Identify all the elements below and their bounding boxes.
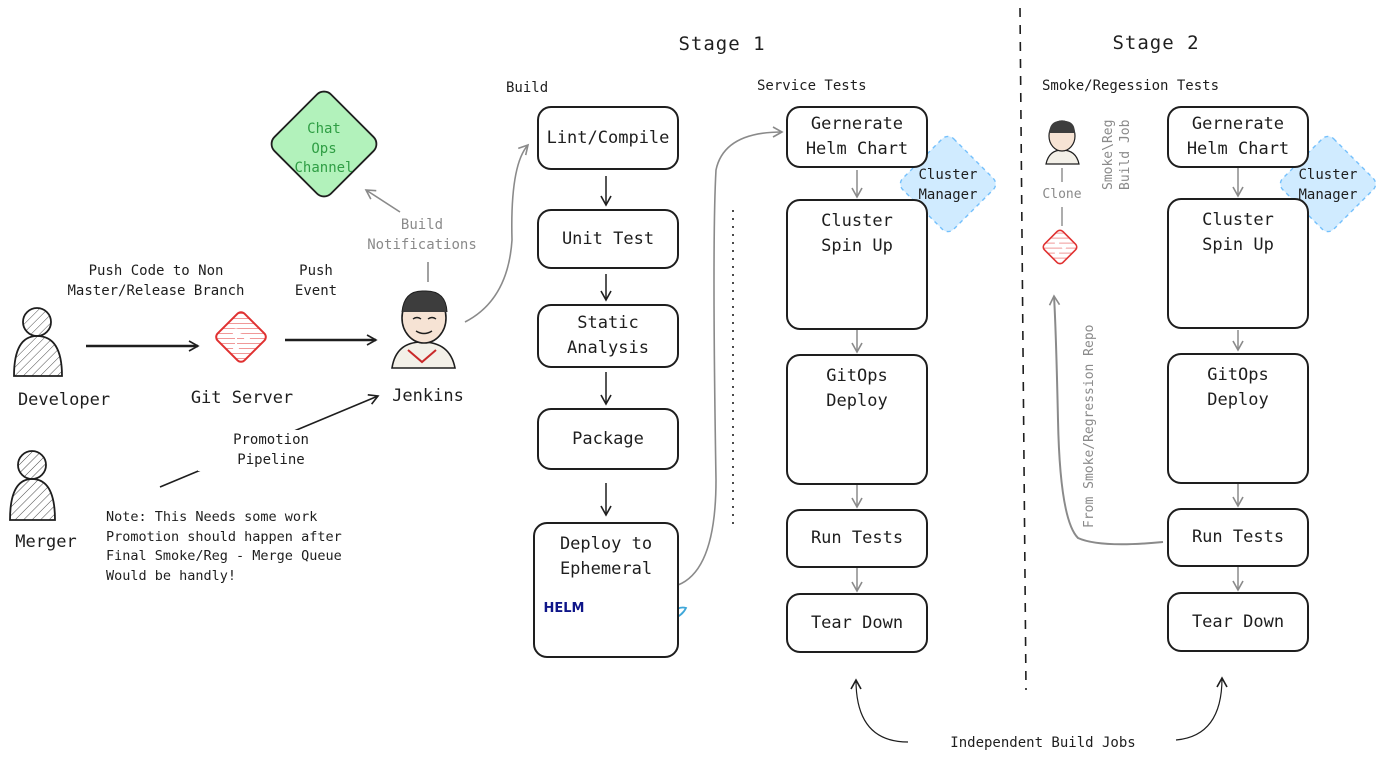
jenkins-label: Jenkins bbox=[392, 386, 464, 406]
promotion-pipeline-label: Promotion Pipeline bbox=[198, 430, 344, 471]
arrow-deploy-to-service bbox=[677, 126, 784, 586]
smoke-build-job-label: Smoke\Reg Build Job bbox=[1101, 119, 1133, 190]
smoke-tear-down-box: Tear Down bbox=[1167, 592, 1309, 652]
section-smoke-label: Smoke/Regession Tests bbox=[1042, 78, 1220, 94]
arrow-run-to-git-loop bbox=[1048, 294, 1164, 546]
jenkins-icon-small bbox=[1045, 120, 1080, 165]
stage-2-title: Stage 2 bbox=[1112, 32, 1200, 54]
arrow-independent-to-service bbox=[850, 678, 909, 743]
package-box: Package bbox=[537, 408, 679, 470]
service-helm-chart-box: Gernerate Helm Chart bbox=[786, 106, 928, 168]
chat-ops-channel: Chat Ops Channel bbox=[294, 121, 354, 177]
cluster-manager-label: Cluster Manager bbox=[918, 167, 978, 203]
smoke-helm-chart-box: Gernerate Helm Chart bbox=[1167, 106, 1309, 168]
jenkins-icon bbox=[391, 290, 456, 369]
section-service-tests-label: Service Tests bbox=[757, 78, 867, 94]
git-icon bbox=[215, 311, 267, 363]
helm-logo-text: HELM bbox=[542, 600, 586, 619]
deploy-ephemeral-label: Deploy to Ephemeral bbox=[559, 534, 653, 579]
git-server-label: Git Server bbox=[190, 388, 294, 408]
arrow-independent-to-smoke bbox=[1175, 676, 1228, 741]
push-code-label: Push Code to Non Master/Release Branch bbox=[67, 263, 245, 300]
merger-icon bbox=[9, 450, 56, 521]
merger-label: Merger bbox=[15, 532, 77, 552]
git-icon-small bbox=[1042, 229, 1078, 265]
smoke-run-tests-box: Run Tests bbox=[1167, 508, 1309, 567]
static-analysis-box: Static Analysis bbox=[537, 304, 679, 368]
build-notifications-label: Build Notifications bbox=[367, 217, 477, 254]
deploy-ephemeral-box: Deploy to Ephemeral bbox=[533, 522, 679, 658]
cluster-manager-label-2: Cluster Manager bbox=[1298, 167, 1358, 203]
developer-icon bbox=[13, 307, 63, 377]
unit-test-box: Unit Test bbox=[537, 209, 679, 269]
service-cluster-spin-box: Cluster Spin Up bbox=[786, 199, 928, 330]
from-repo-label: From Smoke/Regression Repo bbox=[1082, 324, 1097, 529]
developer-label: Developer bbox=[17, 390, 111, 410]
stage-1-title: Stage 1 bbox=[678, 33, 766, 55]
service-run-tests-box: Run Tests bbox=[786, 509, 928, 568]
note-text: Note: This Needs some work Promotion sho… bbox=[106, 509, 342, 584]
arrow-jenkins-to-build bbox=[464, 143, 530, 323]
independent-jobs-label: Independent Build Jobs bbox=[950, 735, 1136, 751]
section-build-label: Build bbox=[506, 80, 549, 96]
stage-divider bbox=[1019, 7, 1027, 691]
chat-ops-diamond bbox=[270, 90, 378, 198]
clone-label: Clone bbox=[1042, 187, 1082, 202]
smoke-cluster-spin-box: Cluster Spin Up bbox=[1167, 198, 1309, 329]
arrow-jenkins-to-chatops bbox=[366, 190, 429, 282]
lint-compile-box: Lint/Compile bbox=[537, 106, 679, 170]
push-event-label: Push Event bbox=[294, 263, 338, 300]
service-gitops-box: GitOps Deploy bbox=[786, 354, 928, 485]
service-tear-down-box: Tear Down bbox=[786, 593, 928, 653]
smoke-gitops-box: GitOps Deploy bbox=[1167, 353, 1309, 484]
